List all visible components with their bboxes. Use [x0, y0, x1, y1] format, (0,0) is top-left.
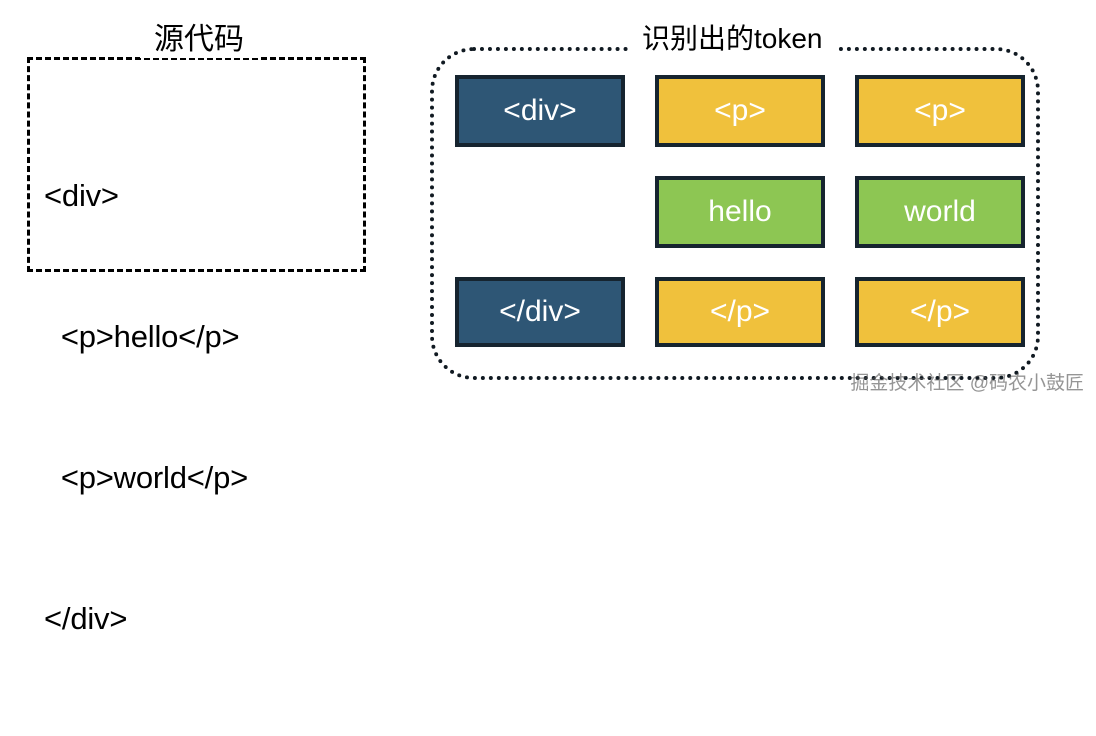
diagram-canvas: 源代码 <div> <p>hello</p> <p>world</p> </di… [27, 22, 1084, 636]
token-label: </div> [499, 295, 581, 328]
token-label: </p> [709, 295, 771, 328]
token-box: </p> [655, 277, 825, 347]
token-label: <p> [714, 94, 766, 127]
token-label: world [904, 195, 976, 228]
token-label: <div> [503, 94, 577, 127]
source-code-block: <div> <p>hello</p> <p>world</p> </div> [44, 78, 364, 736]
token-box: <p> [855, 75, 1025, 147]
code-line: </div> [44, 601, 128, 636]
code-line: <p>world</p> [44, 460, 249, 495]
token-label: <p> [914, 94, 966, 127]
token-box: </div> [455, 277, 625, 347]
watermark: 掘金技术社区 @码农小鼓匠 [850, 373, 1084, 394]
token-label: hello [708, 195, 772, 228]
token-grid: <div> <p> <p> hello world </div> </p> </… [455, 75, 1025, 350]
source-code-panel [27, 57, 366, 272]
token-box: world [855, 176, 1025, 248]
code-line: <div> [44, 178, 119, 213]
token-box-placeholder [455, 176, 625, 248]
token-box: </p> [855, 277, 1025, 347]
token-box: hello [655, 176, 825, 248]
code-line: <p>hello</p> [44, 319, 240, 354]
source-code-panel-title: 源代码 [140, 22, 258, 58]
token-label: </p> [909, 295, 971, 328]
token-panel-title: 识别出的token [628, 22, 837, 56]
token-box: <div> [455, 75, 625, 147]
token-box: <p> [655, 75, 825, 147]
